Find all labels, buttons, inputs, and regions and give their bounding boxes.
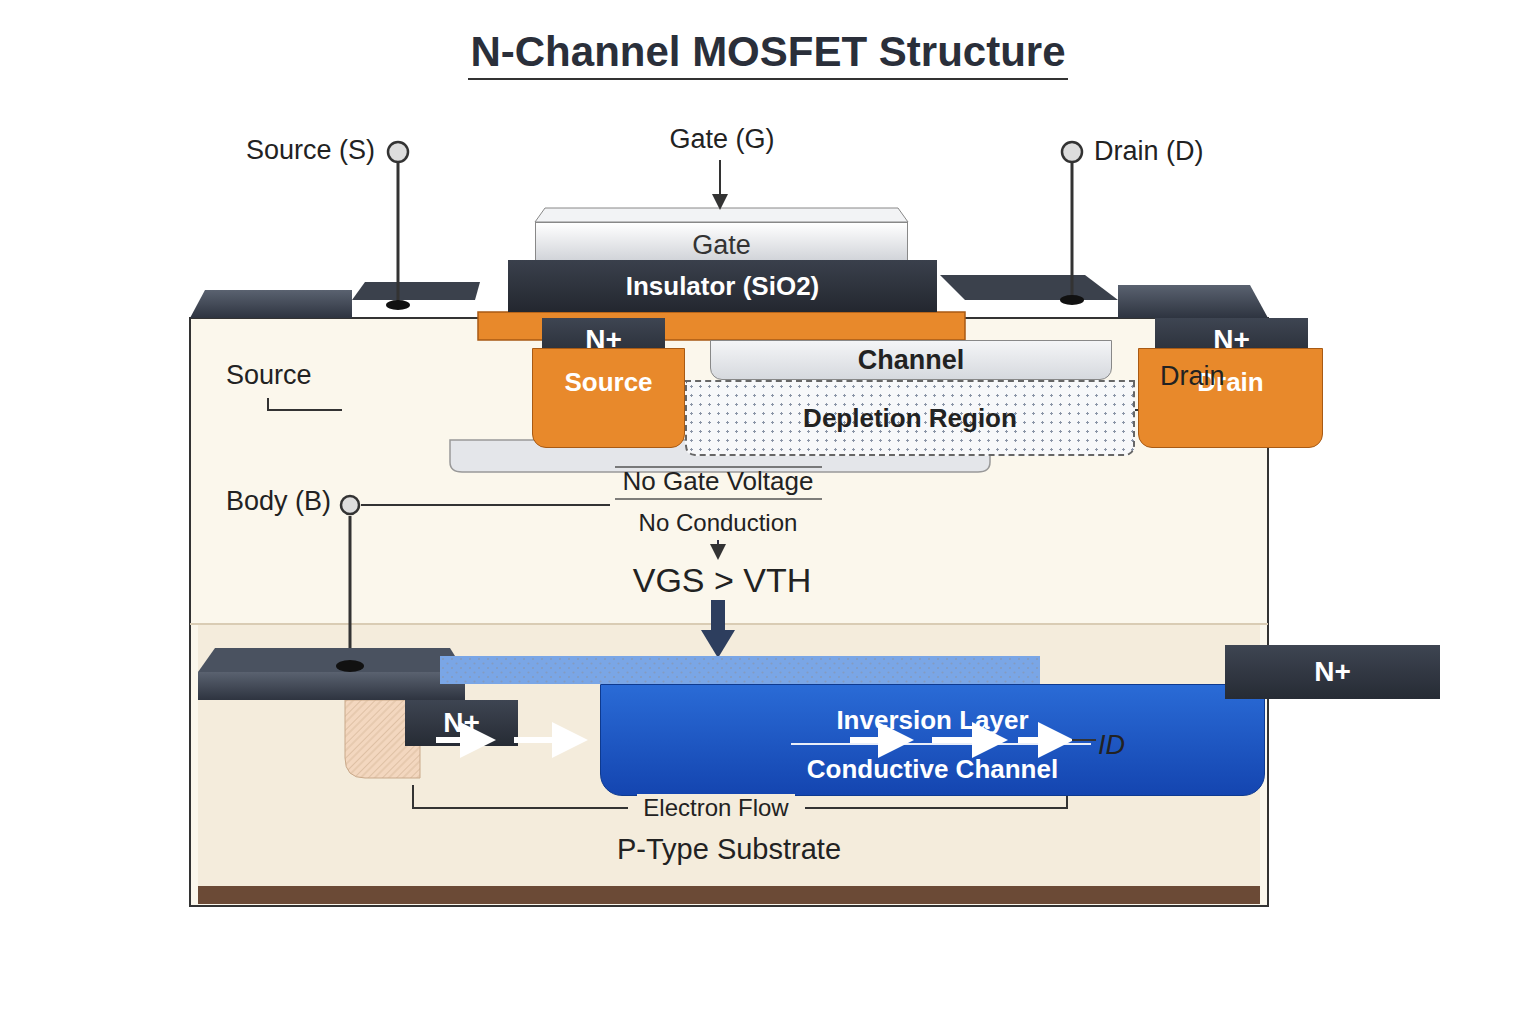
source-region: Source (532, 348, 685, 448)
text-label: Source (S) (246, 135, 375, 166)
gate-insulator: Insulator (SiO2) (508, 260, 937, 312)
divider-line (791, 743, 1091, 745)
text-label: Drain (D) (1094, 136, 1204, 167)
substrate-base (198, 886, 1260, 904)
n-plus-contact: N+ (1225, 645, 1440, 699)
diagram-title: N-Channel MOSFET Structure (0, 28, 1536, 76)
channel-region: Channel (710, 340, 1112, 380)
text-label: No Gate Voltage (623, 466, 814, 497)
node-text: Inversion Layer (836, 705, 1028, 740)
node-text: N+ (443, 707, 480, 739)
text-label: Gate (G) (669, 124, 774, 155)
text-label: Drain (1160, 361, 1225, 392)
text-label: No Conduction (639, 509, 798, 537)
node-text: Insulator (SiO2) (626, 271, 820, 302)
surface-slab (190, 290, 352, 318)
inversion-layer: Inversion LayerConductive Channel (600, 684, 1265, 796)
node-text: Conductive Channel (807, 754, 1058, 785)
substrate-block (190, 318, 1268, 906)
text-label: ID (1098, 730, 1125, 761)
text-label: Body (B) (226, 486, 331, 517)
surface-slab (1118, 285, 1268, 318)
n-plus-contact: N+ (405, 700, 518, 746)
node-text: Source (564, 367, 652, 398)
title-underline (468, 78, 1067, 80)
node-text: Depletion Region (803, 403, 1017, 434)
node-text: P-Type Substrate (617, 833, 841, 866)
text-label: Electron Flow (637, 794, 794, 822)
depletion-region: Depletion Region (685, 380, 1135, 456)
node-text: Gate (692, 230, 751, 261)
text-label: Source (226, 360, 312, 391)
node-text: Channel (858, 345, 965, 376)
text-label: VGS > VTH (633, 561, 812, 600)
node-text: N+ (1314, 656, 1351, 688)
